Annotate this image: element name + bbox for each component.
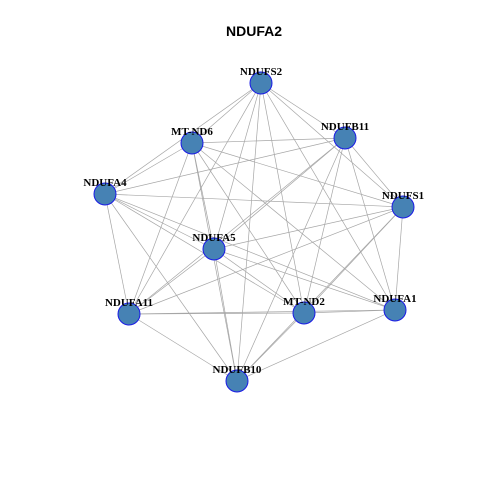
edge-ndufa5-ndufa11 xyxy=(128,248,215,315)
edge-ndufa4-ndufa5 xyxy=(104,193,215,250)
node-mt-nd2 xyxy=(292,301,316,325)
edge-mt-nd6-ndufb11 xyxy=(191,137,346,144)
edge-ndufs2-ndufa5 xyxy=(213,82,262,250)
node-mt-nd6 xyxy=(180,131,204,155)
edge-ndufa4-ndufb10 xyxy=(104,193,238,382)
edge-mt-nd2-ndufa1 xyxy=(303,309,396,314)
edge-ndufb11-mt-nd2 xyxy=(303,137,346,314)
edge-ndufb11-ndufa5 xyxy=(213,137,346,250)
edge-ndufb11-ndufa11 xyxy=(128,137,346,315)
node-ndufa4 xyxy=(93,182,117,206)
edge-layer xyxy=(104,82,404,382)
edge-ndufs2-mt-nd6 xyxy=(191,82,262,144)
edge-ndufs2-ndufa1 xyxy=(260,82,396,311)
node-label-ndufa5: NDUFA5 xyxy=(192,232,236,244)
node-layer xyxy=(93,71,415,393)
node-ndufa11 xyxy=(117,302,141,326)
graph-title: NDUFA2 xyxy=(226,23,282,39)
edge-ndufa4-ndufs1 xyxy=(104,193,404,208)
edge-ndufa4-ndufa11 xyxy=(104,193,130,315)
edge-ndufa5-ndufa1 xyxy=(213,248,396,311)
edge-ndufb11-ndufa1 xyxy=(344,137,396,311)
edge-mt-nd2-ndufb10 xyxy=(236,312,305,382)
edge-mt-nd6-ndufb10 xyxy=(191,142,238,382)
edge-ndufb11-ndufb10 xyxy=(236,137,346,382)
edge-ndufs2-ndufs1 xyxy=(260,82,404,208)
edge-ndufs2-ndufb11 xyxy=(260,82,346,139)
node-ndufs2 xyxy=(249,71,273,95)
edge-ndufb11-ndufs1 xyxy=(344,137,404,208)
edge-ndufa11-ndufb10 xyxy=(128,313,238,382)
edge-ndufa5-ndufb10 xyxy=(213,248,238,382)
node-ndufa5 xyxy=(202,237,226,261)
edge-mt-nd6-ndufa11 xyxy=(128,142,193,315)
node-label-mt-nd6: MT-ND6 xyxy=(171,126,213,138)
node-ndufb10 xyxy=(225,369,249,393)
edge-mt-nd6-ndufa4 xyxy=(104,142,193,195)
edge-ndufs1-ndufa11 xyxy=(128,206,404,315)
edge-ndufs1-ndufa1 xyxy=(394,206,404,311)
node-label-ndufs2: NDUFS2 xyxy=(240,66,283,78)
edge-mt-nd6-ndufa1 xyxy=(191,142,396,311)
node-label-ndufb10: NDUFB10 xyxy=(213,364,262,376)
node-label-ndufa1: NDUFA1 xyxy=(373,293,416,305)
edge-mt-nd6-ndufs1 xyxy=(191,142,404,208)
edge-ndufs1-ndufb10 xyxy=(236,206,404,382)
node-ndufa1 xyxy=(383,298,407,322)
edge-ndufs2-ndufb10 xyxy=(236,82,262,382)
node-label-ndufs1: NDUFS1 xyxy=(382,190,424,202)
node-label-ndufa4: NDUFA4 xyxy=(83,177,127,189)
node-ndufs1 xyxy=(391,195,415,219)
edge-ndufa4-ndufa1 xyxy=(104,193,396,311)
node-label-ndufa11: NDUFA11 xyxy=(105,297,153,309)
edge-mt-nd6-mt-nd2 xyxy=(191,142,305,314)
edge-ndufb11-ndufa4 xyxy=(104,137,346,195)
edge-ndufa1-ndufb10 xyxy=(236,309,396,382)
node-ndufb11 xyxy=(333,126,357,150)
edge-ndufs1-ndufa5 xyxy=(213,206,404,250)
edge-ndufa5-mt-nd2 xyxy=(213,248,305,314)
node-label-mt-nd2: MT-ND2 xyxy=(283,296,325,308)
node-label-ndufb11: NDUFB11 xyxy=(321,121,369,133)
edge-ndufa11-ndufa1 xyxy=(128,309,396,315)
edge-ndufs2-mt-nd2 xyxy=(260,82,305,314)
edge-ndufs2-ndufa11 xyxy=(128,82,262,315)
